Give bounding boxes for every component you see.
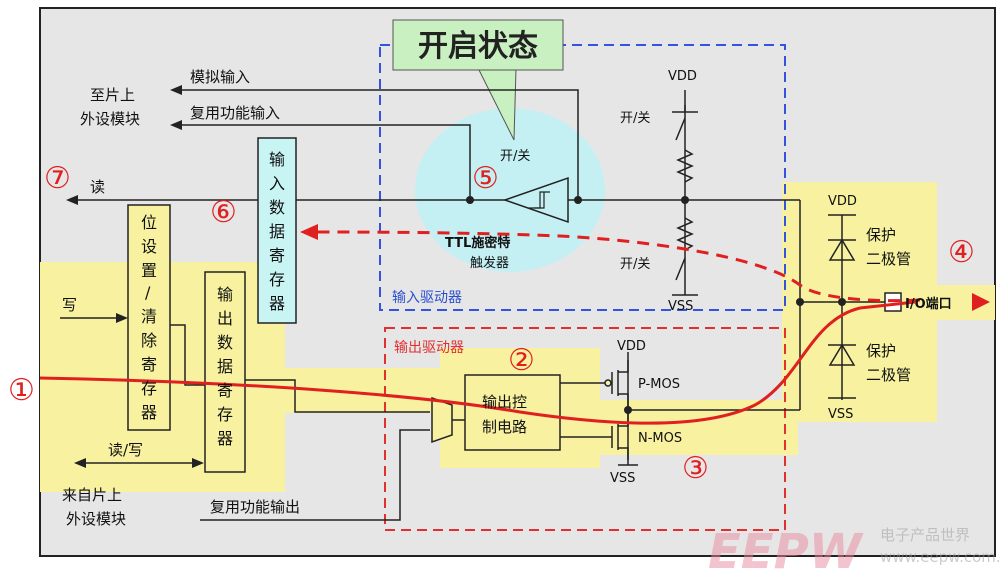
nmos-label: N-MOS (638, 431, 682, 446)
marker-1: ① (8, 373, 35, 408)
output-data-register (204, 271, 246, 473)
read-write-label: 读/写 (108, 441, 143, 459)
protect-diode-top-label-2: 二极管 (866, 250, 911, 268)
reg-char: 出 (217, 309, 233, 328)
analog-input-label: 模拟输入 (190, 68, 250, 86)
watermark-cn: 电子产品世界 (880, 526, 970, 544)
to-peripheral-label-1: 至片上 (90, 86, 135, 104)
reg-char: 器 (269, 294, 285, 313)
protect-diode-bottom-label-2: 二极管 (866, 366, 911, 384)
reg-char: 数 (269, 198, 285, 217)
input-data-register-text: 输 入 数 据 寄 存 器 (269, 150, 285, 313)
pmos-transistor (604, 352, 629, 410)
output-control-label-1: 输出控 (482, 393, 527, 411)
output-driver-box (384, 327, 786, 531)
bit-set-clear-register-text: 位 设 置 / 清 除 寄 存 器 (141, 213, 157, 422)
output-data-register-text: 输 出 数 据 寄 存 器 (217, 285, 233, 448)
output-driver-label: 输出驱动器 (394, 340, 464, 356)
reg-char: 寄 (141, 355, 157, 374)
reg-char: 寄 (269, 246, 285, 265)
watermark-brand: EEPW (708, 524, 864, 576)
arrow-heads (66, 85, 204, 468)
reg-char: 存 (269, 270, 285, 289)
reg-char: 清 (141, 307, 157, 326)
reg-char: / (145, 283, 151, 302)
reg-char: 除 (141, 331, 157, 350)
schmitt-trigger-symbol (502, 176, 569, 224)
vss-nmos-label: VSS (610, 471, 635, 486)
marker-3: ③ (682, 451, 709, 486)
input-data-register (257, 137, 297, 324)
marker-5: ⑤ (472, 161, 499, 196)
bit-set-clear-register (127, 204, 171, 431)
reg-char: 输 (269, 150, 285, 169)
reg-char: 据 (269, 222, 285, 241)
io-pin-label: I/O端口 (905, 296, 952, 312)
red-arrow-head-right (972, 293, 990, 311)
protection-diode-bottom (828, 343, 856, 399)
input-driver-box (379, 44, 786, 311)
read-label: 读 (90, 178, 105, 196)
watermark-url: www.eepw.com.cn (880, 548, 1000, 566)
reg-char: 据 (217, 357, 233, 376)
vdd-top-label: VDD (668, 69, 697, 84)
callout-title: 开启状态 (418, 29, 538, 64)
marker-2: ② (508, 343, 535, 378)
schmitt-on-off-label: 开/关 (500, 149, 530, 164)
pull-up-switch (672, 105, 698, 296)
reg-char: 入 (269, 174, 285, 193)
open-state-callout: 开启状态 (392, 19, 564, 141)
vss-switch-label: VSS (668, 299, 693, 314)
reg-char: 设 (141, 237, 157, 256)
alt-func-output-label: 复用功能输出 (210, 498, 300, 516)
from-peripheral-label-1: 来自片上 (62, 486, 122, 504)
protection-diode-top (828, 214, 856, 261)
reg-char: 存 (217, 405, 233, 424)
output-control-label-2: 制电路 (482, 418, 527, 436)
ttl-schmitt-label-2: 触发器 (470, 255, 509, 271)
ttl-schmitt-label-1: TTL施密特 (445, 235, 510, 251)
pull-up-on-off-label: 开/关 (620, 111, 650, 126)
marker-4: ④ (948, 235, 975, 270)
reg-char: 输 (217, 285, 233, 304)
protect-diode-bottom-label-1: 保护 (866, 342, 896, 360)
reg-char: 存 (141, 379, 157, 398)
reg-char: 位 (141, 213, 157, 232)
nmos-transistor (611, 410, 638, 466)
wires (60, 89, 885, 521)
to-peripheral-label-2: 外设模块 (80, 110, 140, 128)
pmos-label: P-MOS (638, 377, 680, 392)
pull-down-on-off-label: 开/关 (620, 257, 650, 272)
eepw-watermark: EEPW 电子产品世界 www.eepw.com.cn (708, 524, 1000, 580)
reg-char: 寄 (217, 381, 233, 400)
schmitt-highlight-circle (415, 108, 605, 272)
reg-char: 置 (141, 261, 157, 280)
output-mux (431, 396, 453, 444)
output-control-circuit (464, 374, 561, 451)
reg-char: 器 (141, 403, 157, 422)
junction-dots (466, 196, 846, 414)
marker-7: ⑦ (44, 161, 71, 196)
reg-char: 数 (217, 333, 233, 352)
red-signal-paths (39, 230, 921, 425)
red-arrow-head-left (300, 224, 318, 240)
write-label: 写 (62, 296, 77, 314)
alt-func-input-label: 复用功能输入 (190, 104, 280, 122)
vss-diode-label: VSS (828, 407, 853, 422)
vdd-pmos-label: VDD (617, 339, 646, 354)
protect-diode-top-label-1: 保护 (866, 226, 896, 244)
vdd-diode-label: VDD (828, 194, 857, 209)
marker-6: ⑥ (210, 195, 237, 230)
input-driver-label: 输入驱动器 (392, 290, 462, 306)
from-peripheral-label-2: 外设模块 (66, 510, 126, 528)
reg-char: 器 (217, 429, 233, 448)
